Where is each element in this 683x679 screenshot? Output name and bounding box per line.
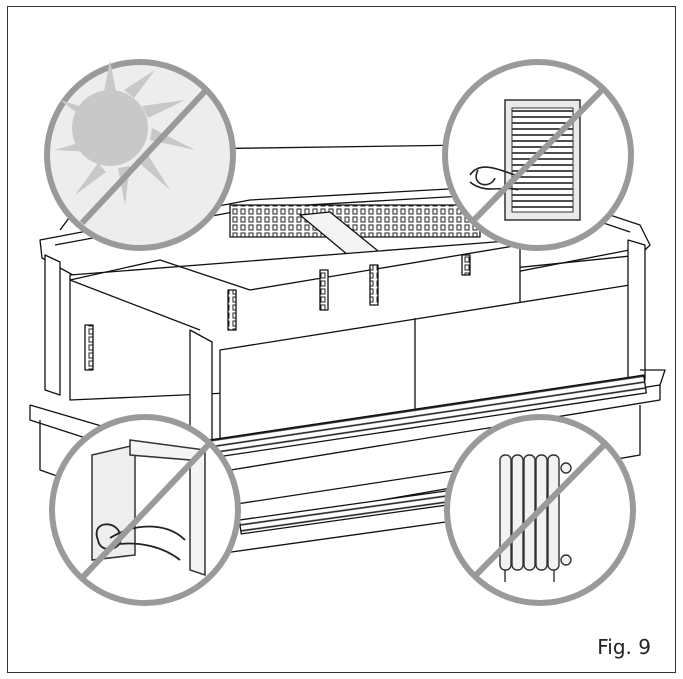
- no-radiator-warning: [444, 414, 636, 606]
- air-vent-icon: [469, 99, 581, 221]
- sun-icon: [55, 60, 195, 205]
- refrigerated-display-case: [29, 144, 666, 556]
- figure-caption: Fig. 9: [597, 635, 651, 659]
- no-air-vent-warning: [442, 59, 634, 251]
- no-door-draft-warning: [49, 414, 241, 606]
- no-direct-sunlight-warning: [44, 59, 236, 251]
